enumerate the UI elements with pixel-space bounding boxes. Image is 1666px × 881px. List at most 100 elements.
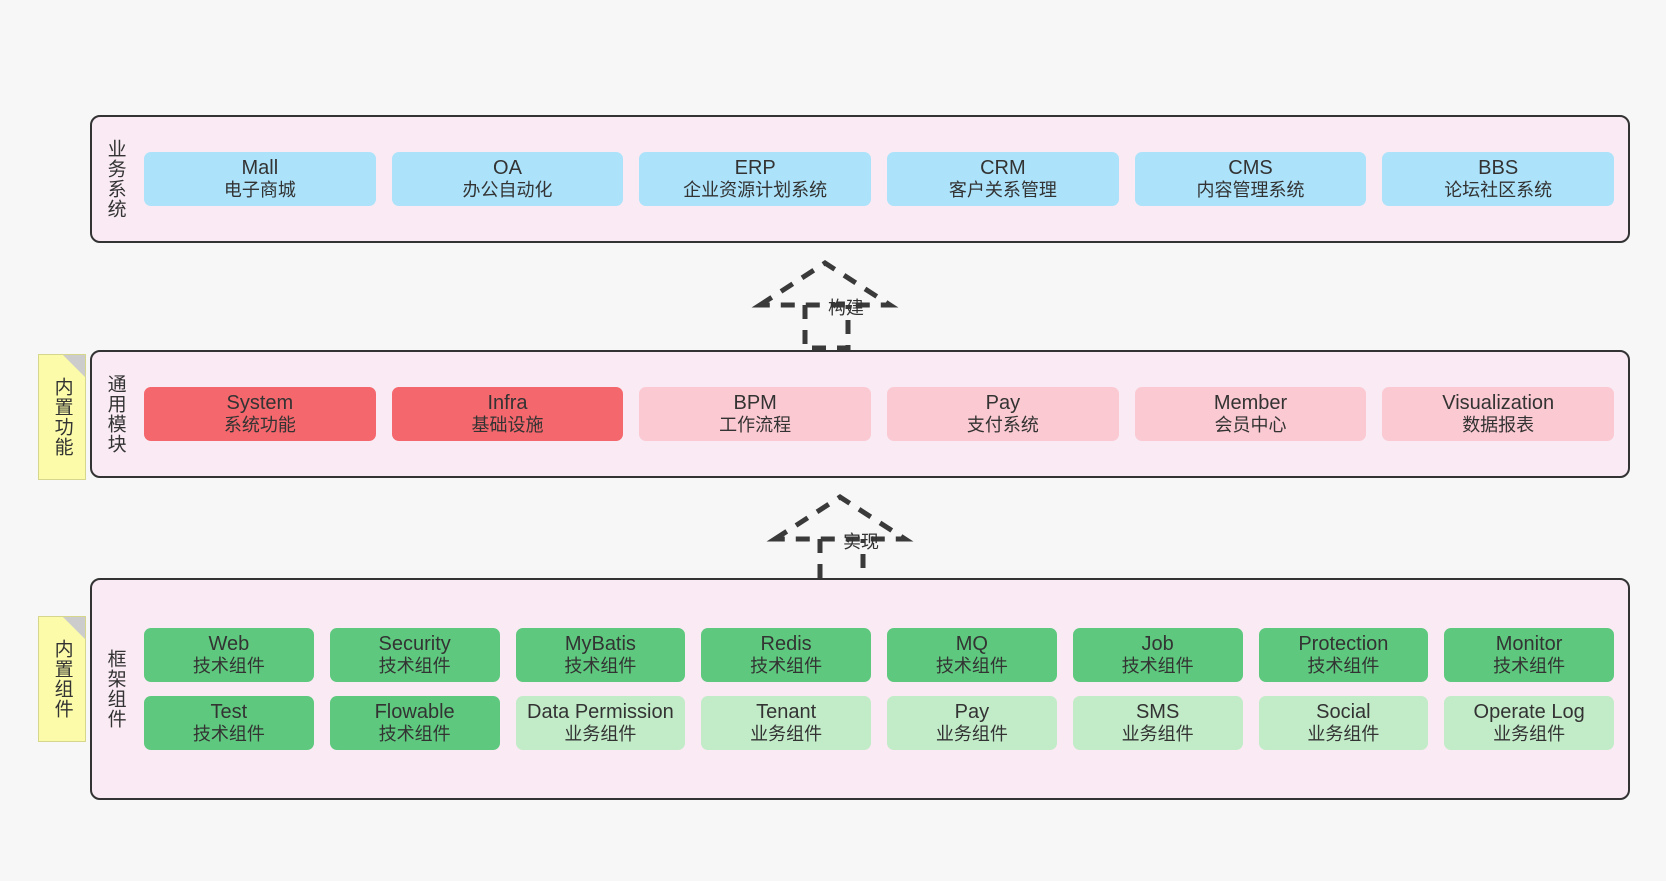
card-title: Job <box>1141 632 1174 655</box>
connector-implement: 实现 <box>766 492 935 585</box>
layer-label-business-system: 业务系统 <box>104 139 126 219</box>
card-subtitle: 技术组件 <box>564 656 637 677</box>
card-title: Protection <box>1298 632 1389 655</box>
card-subtitle: 业务组件 <box>1307 724 1380 745</box>
card-title: ERP <box>734 156 776 179</box>
card-title: Operate Log <box>1473 701 1585 723</box>
layer-body-common-modules: System 系统功能 Infra 基础设施 BPM 工作流程 Pay 支付系统… <box>138 352 1628 476</box>
connector-build: 构建 <box>751 258 920 351</box>
card-row: Web 技术组件 Security 技术组件 MyBatis 技术组件 Redi… <box>144 627 1614 682</box>
card-title: Infra <box>487 391 528 414</box>
card-erp[interactable]: ERP 企业资源计划系统 <box>639 151 872 207</box>
card-flowable[interactable]: Flowable 技术组件 <box>329 696 500 751</box>
card-title: Social <box>1316 701 1371 723</box>
card-title: Web <box>208 632 250 655</box>
arrowhead-triangle-icon <box>766 494 914 542</box>
layer-framework-components[interactable]: 框架组件 Web 技术组件 Security 技术组件 MyBatis 技术组件… <box>90 578 1630 800</box>
card-social[interactable]: Social 业务组件 <box>1258 696 1429 751</box>
note-builtin-components[interactable]: 内置组件 <box>38 616 86 742</box>
card-operate-log[interactable]: Operate Log 业务组件 <box>1444 696 1614 751</box>
card-member[interactable]: Member 会员中心 <box>1134 386 1367 442</box>
card-pay-component[interactable]: Pay 业务组件 <box>887 696 1057 751</box>
card-title: Pay <box>985 391 1021 414</box>
card-title: Pay <box>954 701 990 723</box>
card-title: Security <box>378 632 451 655</box>
card-crm[interactable]: CRM 客户关系管理 <box>887 151 1119 207</box>
card-web[interactable]: Web 技术组件 <box>144 627 314 682</box>
card-subtitle: 技术组件 <box>935 656 1008 677</box>
card-sms[interactable]: SMS 业务组件 <box>1072 696 1243 751</box>
card-mq[interactable]: MQ 技术组件 <box>887 627 1057 682</box>
card-title: CRM <box>980 156 1026 179</box>
card-test[interactable]: Test 技术组件 <box>144 696 314 751</box>
layer-business-system[interactable]: 业务系统 Mall 电子商城 OA 办公自动化 ERP 企业资源计划系统 CRM… <box>90 115 1630 243</box>
card-cms[interactable]: CMS 内容管理系统 <box>1134 151 1367 207</box>
card-subtitle: 技术组件 <box>1121 656 1194 677</box>
card-redis[interactable]: Redis 技术组件 <box>701 627 871 682</box>
card-pay-module[interactable]: Pay 支付系统 <box>887 386 1119 442</box>
card-title: Data Permission <box>527 701 674 723</box>
connector-label-build: 构建 <box>828 298 864 318</box>
card-title: Test <box>210 701 248 723</box>
card-title: Mall <box>241 156 279 179</box>
card-system[interactable]: System 系统功能 <box>144 386 376 442</box>
card-subtitle: 技术组件 <box>192 724 265 745</box>
card-title: SMS <box>1135 701 1180 723</box>
card-protection[interactable]: Protection 技术组件 <box>1258 627 1429 682</box>
card-title: Flowable <box>374 701 455 723</box>
card-job[interactable]: Job 技术组件 <box>1072 627 1243 682</box>
card-visualization[interactable]: Visualization 数据报表 <box>1382 386 1615 442</box>
note-label: 内置功能 <box>51 377 73 457</box>
card-bbs[interactable]: BBS 论坛社区系统 <box>1382 151 1615 207</box>
card-subtitle: 企业资源计划系统 <box>683 180 828 201</box>
card-subtitle: 会员中心 <box>1214 415 1287 436</box>
card-row: System 系统功能 Infra 基础设施 BPM 工作流程 Pay 支付系统… <box>144 386 1615 442</box>
card-subtitle: 技术组件 <box>750 656 823 677</box>
card-subtitle: 电子商城 <box>223 180 296 201</box>
arrowhead-triangle-icon <box>751 260 899 308</box>
card-mall[interactable]: Mall 电子商城 <box>144 151 376 207</box>
card-subtitle: 基础设施 <box>471 415 544 436</box>
card-infra[interactable]: Infra 基础设施 <box>391 386 624 442</box>
layer-common-modules[interactable]: 通用模块 System 系统功能 Infra 基础设施 BPM 工作流程 Pay… <box>90 350 1630 478</box>
card-subtitle: 支付系统 <box>966 415 1039 436</box>
card-data-permission[interactable]: Data Permission 业务组件 <box>515 696 686 751</box>
card-tenant[interactable]: Tenant 业务组件 <box>701 696 871 751</box>
note-builtin-features[interactable]: 内置功能 <box>38 354 86 480</box>
connector-label-implement: 实现 <box>843 532 879 552</box>
card-subtitle: 内容管理系统 <box>1196 180 1305 201</box>
card-subtitle: 技术组件 <box>192 656 265 677</box>
folded-corner-icon <box>63 355 85 377</box>
card-title: Tenant <box>756 701 817 723</box>
card-subtitle: 客户关系管理 <box>948 180 1057 201</box>
layer-body-business-system: Mall 电子商城 OA 办公自动化 ERP 企业资源计划系统 CRM 客户关系… <box>138 117 1628 241</box>
card-subtitle: 技术组件 <box>1307 656 1380 677</box>
folded-corner-icon <box>63 617 85 639</box>
card-subtitle: 数据报表 <box>1462 415 1535 436</box>
card-subtitle: 系统功能 <box>223 415 296 436</box>
card-subtitle: 技术组件 <box>378 724 451 745</box>
connector-stem <box>802 305 851 351</box>
card-mybatis[interactable]: MyBatis 技术组件 <box>515 627 686 682</box>
connector-stem <box>817 539 866 585</box>
card-title: Redis <box>760 632 812 655</box>
card-subtitle: 业务组件 <box>564 724 637 745</box>
layer-body-framework-components: Web 技术组件 Security 技术组件 MyBatis 技术组件 Redi… <box>138 580 1628 798</box>
card-subtitle: 技术组件 <box>1493 656 1566 677</box>
card-oa[interactable]: OA 办公自动化 <box>391 151 624 207</box>
card-subtitle: 业务组件 <box>935 724 1008 745</box>
card-title: BPM <box>733 391 777 414</box>
card-title: MyBatis <box>564 632 636 655</box>
card-subtitle: 工作流程 <box>719 415 792 436</box>
card-subtitle: 办公自动化 <box>462 180 553 201</box>
card-title: OA <box>493 156 522 179</box>
card-bpm[interactable]: BPM 工作流程 <box>639 386 872 442</box>
card-monitor[interactable]: Monitor 技术组件 <box>1444 627 1614 682</box>
card-security[interactable]: Security 技术组件 <box>329 627 500 682</box>
note-label: 内置组件 <box>51 639 73 719</box>
card-subtitle: 技术组件 <box>378 656 451 677</box>
card-subtitle: 业务组件 <box>1121 724 1194 745</box>
card-row: Test 技术组件 Flowable 技术组件 Data Permission … <box>144 696 1614 751</box>
layer-label-framework-components: 框架组件 <box>104 649 126 729</box>
